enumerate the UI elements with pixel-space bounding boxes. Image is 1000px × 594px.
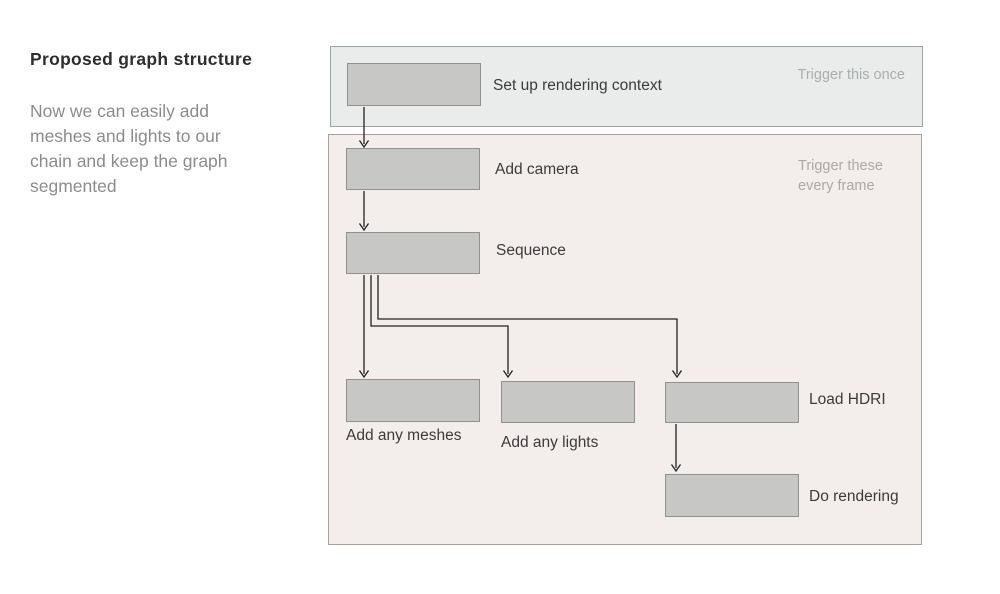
node-label-add-camera: Add camera [495, 161, 579, 178]
node-do-rendering [665, 474, 799, 517]
node-add-lights [501, 381, 635, 423]
page-description: Now we can easily add meshes and lights … [30, 99, 228, 199]
node-label-load-hdri: Load HDRI [809, 391, 886, 408]
node-add-camera [346, 148, 480, 190]
panel-note-line: Trigger these [798, 158, 883, 174]
node-sequence [346, 232, 480, 274]
node-label-do-rendering: Do rendering [809, 488, 899, 505]
panel-note-trigger-once: Trigger this once [797, 67, 905, 83]
page-description-line: meshes and lights to our [30, 126, 221, 146]
page-title: Proposed graph structure [30, 49, 253, 69]
panel-note-trigger-every-frame: Trigger these every frame [798, 156, 883, 196]
node-label-add-lights: Add any lights [501, 434, 599, 451]
node-label-add-meshes: Add any meshes [346, 427, 462, 444]
page-description-line: segmented [30, 176, 117, 196]
page-description-line: Now we can easily add [30, 101, 209, 121]
node-label-setup-context: Set up rendering context [493, 77, 662, 94]
node-setup-context [347, 63, 481, 106]
panel-note-line: every frame [798, 178, 875, 194]
page-description-line: chain and keep the graph [30, 151, 228, 171]
node-add-meshes [346, 379, 480, 422]
node-label-sequence: Sequence [496, 242, 566, 259]
node-load-hdri [665, 382, 799, 423]
